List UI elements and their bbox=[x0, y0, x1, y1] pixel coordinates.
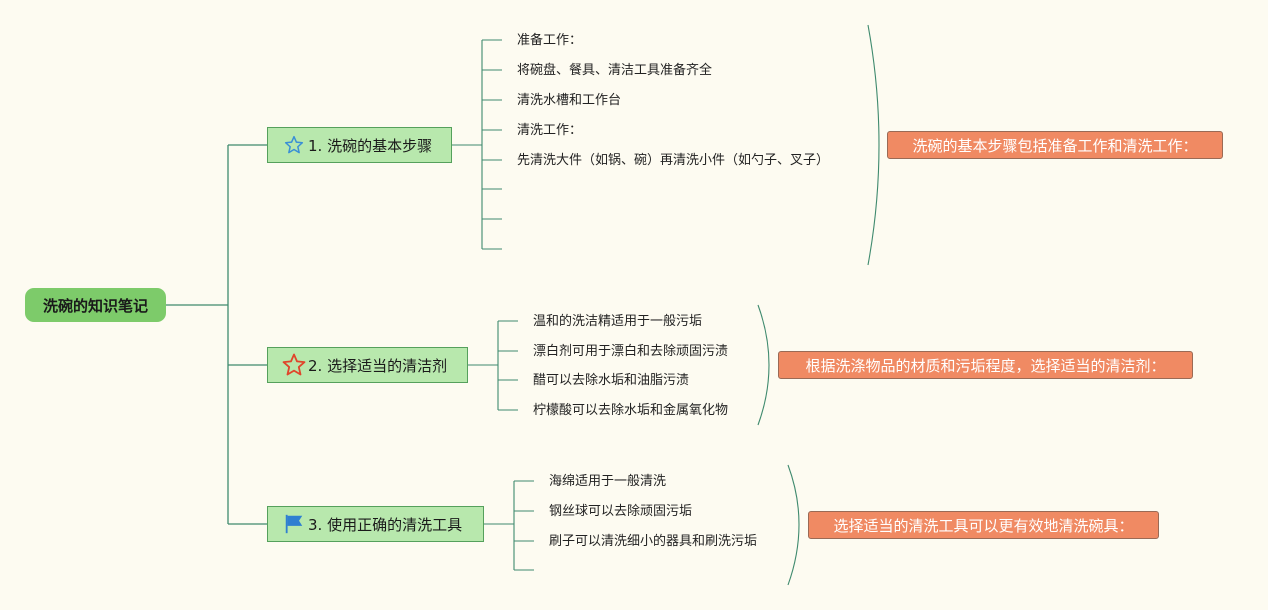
leaf-item: 漂白剂可用于漂白和去除顽固污渍 bbox=[533, 344, 729, 359]
leaf-item: 刷子可以清洗细小的器具和刷洗污垢 bbox=[549, 534, 758, 549]
summary-1-bracket bbox=[867, 24, 880, 266]
leaf-item: 清洗水槽和工作台 bbox=[517, 93, 622, 108]
leaf-item: 清洗工作： bbox=[517, 123, 583, 138]
root-connectors bbox=[166, 144, 267, 525]
star-outline-blue-icon bbox=[282, 133, 306, 157]
flag-blue-icon bbox=[282, 512, 306, 536]
leaf-item: 钢丝球可以去除顽固污垢 bbox=[549, 504, 693, 519]
topic-1-connectors bbox=[452, 24, 880, 266]
topic-basic-steps[interactable]: 1. 洗碗的基本步骤 bbox=[267, 127, 452, 163]
topic-3-connectors bbox=[484, 464, 800, 586]
leaf-item: 先清洗大件（如锅、碗）再清洗小件（如勺子、叉子） bbox=[517, 153, 830, 168]
root-topic[interactable]: 洗碗的知识笔记 bbox=[25, 288, 166, 322]
leaf-item: 准备工作： bbox=[517, 33, 583, 48]
leaf-item: 海绵适用于一般清洗 bbox=[549, 474, 667, 489]
topic-2-connectors bbox=[468, 304, 770, 426]
topic-label: 2. 选择适当的清洁剂 bbox=[308, 356, 448, 375]
topic-cleaning-tools[interactable]: 3. 使用正确的清洗工具 bbox=[267, 506, 484, 542]
leaf-item: 柠檬酸可以去除水垢和金属氧化物 bbox=[533, 403, 729, 418]
summary-basic-steps[interactable]: 洗碗的基本步骤包括准备工作和清洗工作： bbox=[887, 131, 1223, 159]
topic-label: 1. 洗碗的基本步骤 bbox=[308, 136, 433, 155]
summary-choose-detergent[interactable]: 根据洗涤物品的材质和污垢程度，选择适当的清洁剂： bbox=[778, 351, 1193, 379]
summary-3-bracket bbox=[787, 464, 800, 586]
topic-choose-detergent[interactable]: 2. 选择适当的清洁剂 bbox=[267, 347, 468, 383]
summary-2-bracket bbox=[757, 304, 770, 426]
star-outline-red-icon bbox=[282, 353, 306, 377]
leaf-item: 醋可以去除水垢和油脂污渍 bbox=[533, 373, 690, 388]
summary-cleaning-tools[interactable]: 选择适当的清洗工具可以更有效地清洗碗具： bbox=[808, 511, 1159, 539]
leaf-item: 温和的洗洁精适用于一般污垢 bbox=[533, 314, 703, 329]
leaf-item: 将碗盘、餐具、清洁工具准备齐全 bbox=[517, 63, 713, 78]
topic-label: 3. 使用正确的清洗工具 bbox=[308, 515, 463, 534]
